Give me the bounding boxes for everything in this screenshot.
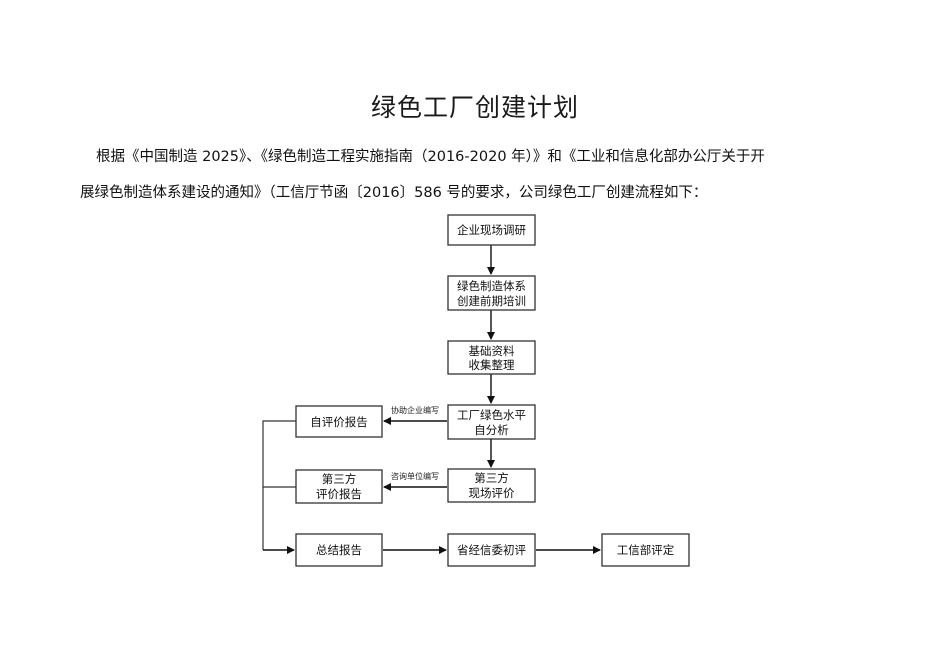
summary-label: 总结报告 bbox=[316, 543, 362, 557]
intro-paragraph-line-2: 展绿色制造体系建设的通知》（工信厅节函〔2016〕586 号的要求，公司绿色工厂… bbox=[80, 185, 708, 201]
provincial-label: 省经信委初评 bbox=[457, 543, 526, 557]
box-ministry bbox=[601, 533, 690, 567]
third-report-label-2: 评价报告 bbox=[316, 487, 362, 501]
intro-paragraph-line-1: 根据《中国制造 2025》、《绿色制造工程实施指南（2016-2020 年）》和… bbox=[96, 149, 765, 165]
step4-label-1: 工厂绿色水平 bbox=[457, 408, 526, 422]
box-summary bbox=[295, 533, 383, 567]
step4-label-2: 自分析 bbox=[474, 423, 509, 437]
box-step3 bbox=[447, 340, 536, 375]
box-step5 bbox=[447, 468, 536, 503]
step2-label-2: 创建前期培训 bbox=[457, 294, 526, 308]
box-step4 bbox=[447, 404, 536, 440]
step5-label-1: 第三方 bbox=[474, 471, 509, 485]
self-report-label: 自评价报告 bbox=[310, 415, 368, 429]
step5-label-2: 现场评价 bbox=[469, 486, 515, 500]
box-third-report bbox=[295, 469, 383, 504]
label-consult: 咨询单位编写 bbox=[391, 471, 439, 481]
step1-label: 企业现场调研 bbox=[457, 223, 526, 237]
box-provincial bbox=[447, 533, 536, 567]
label-assist: 协助企业编写 bbox=[391, 405, 439, 415]
step2-label-1: 绿色制造体系 bbox=[457, 279, 526, 293]
box-self-report bbox=[295, 405, 383, 438]
step3-label-1: 基础资料 bbox=[469, 344, 515, 358]
bracket-self-report bbox=[262, 420, 296, 550]
third-report-label-1: 第三方 bbox=[322, 472, 357, 486]
step3-label-2: 收集整理 bbox=[469, 358, 515, 372]
box-step2 bbox=[447, 275, 536, 311]
box-step1 bbox=[447, 214, 536, 246]
page-title: 绿色工厂创建计划 bbox=[370, 93, 579, 122]
ministry-label: 工信部评定 bbox=[617, 543, 675, 557]
